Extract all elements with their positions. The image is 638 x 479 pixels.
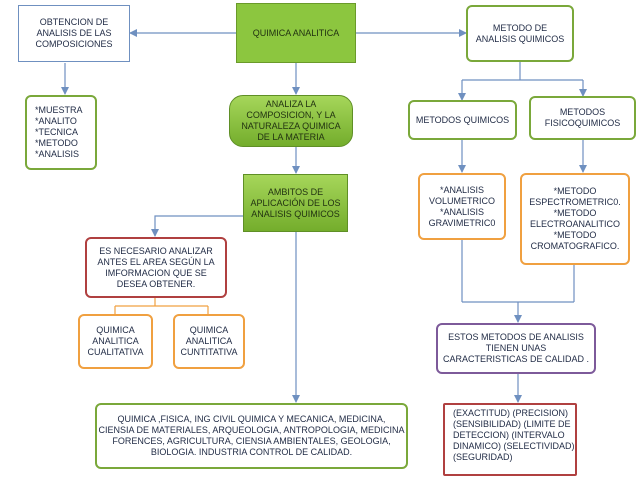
analisis-volumetrico-node: *ANALISIS VOLUMETRICO *ANALISIS GRAVIMET…	[418, 173, 506, 240]
arrow-ambitos-to-necesario	[151, 215, 243, 237]
analiza-node: ANALIZA LA COMPOSICION, Y LA NATURALEZA …	[229, 95, 353, 147]
obtencion-node: OBTENCION DE ANALISIS DE LAS COMPOSICION…	[18, 5, 130, 62]
lista-muestra-node: *MUESTRA *ANALITO *TECNICA *METODO *ANAL…	[25, 95, 97, 170]
metodos-quimicos-node: METODOS QUIMICOS	[408, 100, 517, 140]
cuntitativa-node: QUIMICA ANALITICA CUNTITATIVA	[173, 314, 245, 369]
es-necesario-node: ES NECESARIO ANALIZAR ANTES EL AREA SEGÚ…	[85, 237, 227, 298]
quimica-analitica-text: QUIMICA ANALITICA	[252, 27, 340, 38]
metodo-espectrometrico-node: *METODO ESPECTROMETRIC0. *METODO ELECTRO…	[520, 173, 630, 265]
obtencion-text: OBTENCION DE ANALISIS DE LAS COMPOSICION…	[35, 17, 113, 49]
cuntitativa-text: QUIMICA ANALITICA CUNTITATIVA	[180, 325, 238, 357]
estos-metodos-text: ESTOS METODOS DE ANALISIS TIENEN UNAS CA…	[442, 332, 590, 364]
areas-aplicacion-text: QUIMICA ,FISICA, ING CIVIL QUIMICA Y MEC…	[98, 414, 405, 457]
cualitativa-text: QUIMICA ANALITICA CUALITATIVA	[87, 325, 144, 357]
analiza-text: ANALIZA LA COMPOSICION, Y LA NATURALEZA …	[241, 99, 341, 142]
metodos-fisicoquimicos-text: METODOS FISICOQUIMICOS	[544, 107, 621, 128]
metodos-quimicos-text: METODOS QUIMICOS	[415, 114, 510, 125]
estos-metodos-node: ESTOS METODOS DE ANALISIS TIENEN UNAS CA…	[436, 323, 596, 374]
caracteristicas-calidad-text: (EXACTITUD) (PRECISION) (SENSIBILIDAD) (…	[453, 408, 575, 462]
ambitos-node: AMBITOS DE APLICACIÓN DE LOS ANALISIS QU…	[243, 174, 348, 232]
metodo-analisis-node: METODO DE ANALISIS QUIMICOS	[466, 5, 574, 62]
metodo-analisis-text: METODO DE ANALISIS QUIMICOS	[475, 22, 565, 44]
caracteristicas-calidad-node: (EXACTITUD) (PRECISION) (SENSIBILIDAD) (…	[443, 403, 577, 476]
cualitativa-node: QUIMICA ANALITICA CUALITATIVA	[78, 314, 153, 369]
ambitos-text: AMBITOS DE APLICACIÓN DE LOS ANALISIS QU…	[250, 186, 341, 219]
metodo-espectrometrico-text: *METODO ESPECTROMETRIC0. *METODO ELECTRO…	[529, 186, 621, 251]
areas-aplicacion-node: QUIMICA ,FISICA, ING CIVIL QUIMICA Y MEC…	[95, 403, 408, 469]
quimica-analitica-node: QUIMICA ANALITICA	[236, 3, 356, 63]
analisis-volumetrico-text: *ANALISIS VOLUMETRICO *ANALISIS GRAVIMET…	[428, 184, 496, 228]
lista-muestra-text: *MUESTRA *ANALITO *TECNICA *METODO *ANAL…	[35, 105, 83, 159]
es-necesario-text: ES NECESARIO ANALIZAR ANTES EL AREA SEGÚ…	[97, 245, 215, 289]
metodos-fisicoquimicos-node: METODOS FISICOQUIMICOS	[529, 96, 636, 140]
